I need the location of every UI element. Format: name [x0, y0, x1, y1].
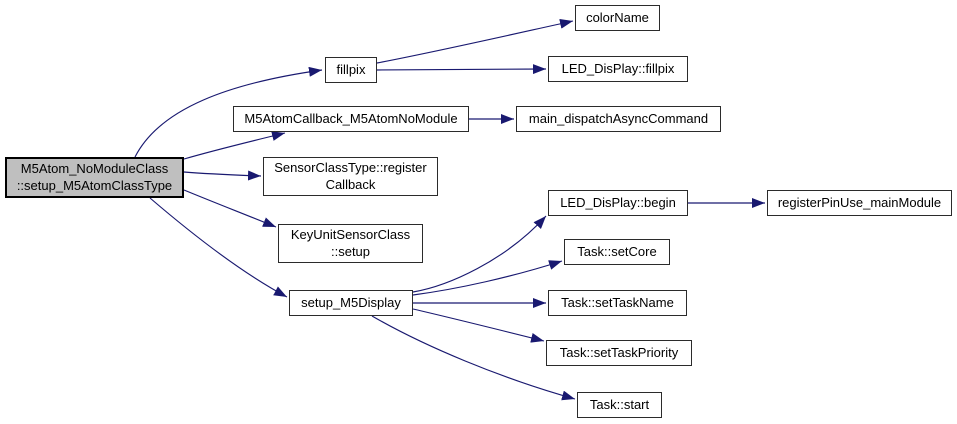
edge-setup_M5AtomClassType-to-KeyUnitSensorClass_setup	[183, 189, 277, 228]
edge-fillpix-to-LED_DisPlay_fillpix	[376, 64, 547, 75]
node-label-line: ::setup	[330, 243, 371, 259]
node-label-line: M5Atom_NoModuleClass	[20, 160, 169, 176]
edge-setup_M5AtomClassType-to-M5AtomCallback_M5AtomNoModule	[183, 131, 286, 160]
edge-setup_M5Display-to-Task_setTaskPriority	[412, 308, 545, 343]
node-label-line: Task::setTaskName	[561, 294, 674, 310]
node-Task_setTaskPriority[interactable]: Task::setTaskPriority	[546, 340, 692, 366]
node-Task_setTaskName[interactable]: Task::setTaskName	[548, 290, 687, 316]
node-Task_start[interactable]: Task::start	[577, 392, 662, 418]
node-label-line: Task::start	[589, 396, 650, 412]
node-LED_DisPlay_begin[interactable]: LED_DisPlay::begin	[548, 190, 688, 216]
node-label-line: fillpix	[336, 61, 366, 77]
edge-fillpix-to-colorName	[376, 18, 574, 64]
node-label-line: ::setup_M5AtomClassType	[16, 177, 173, 193]
node-label-line: KeyUnitSensorClass	[290, 226, 411, 242]
focus-node-setup_M5AtomClassType: M5Atom_NoModuleClass::setup_M5AtomClassT…	[5, 157, 184, 198]
edge-setup_M5Display-to-LED_DisPlay_begin	[412, 215, 547, 293]
node-label-line: registerPinUse_mainModule	[777, 194, 942, 210]
node-label-line: colorName	[586, 9, 649, 25]
node-KeyUnitSensorClass_setup[interactable]: KeyUnitSensorClass::setup	[278, 224, 423, 263]
node-Task_setCore[interactable]: Task::setCore	[564, 239, 670, 265]
node-label-line: Task::setTaskPriority	[559, 344, 679, 360]
node-fillpix[interactable]: fillpix	[325, 57, 377, 83]
node-label-line: M5AtomCallback_M5AtomNoModule	[244, 110, 458, 126]
edge-setup_M5Display-to-Task_setCore	[412, 260, 563, 296]
node-label-line: setup_M5Display	[301, 294, 401, 310]
node-label-line: main_dispatchAsyncCommand	[528, 110, 709, 126]
node-setup_M5Display[interactable]: setup_M5Display	[289, 290, 413, 316]
edge-group	[134, 18, 765, 401]
node-LED_DisPlay_fillpix[interactable]: LED_DisPlay::fillpix	[548, 56, 688, 82]
edge-setup_M5AtomClassType-to-SensorClassType_registerCallback	[183, 170, 262, 181]
node-label-line: LED_DisPlay::begin	[560, 194, 676, 210]
node-main_dispatchAsyncCommand[interactable]: main_dispatchAsyncCommand	[516, 106, 721, 132]
edge-setup_M5AtomClassType-to-fillpix	[134, 66, 323, 158]
node-label-line: LED_DisPlay::fillpix	[561, 60, 675, 76]
node-label-line: Callback	[325, 176, 376, 192]
node-colorName[interactable]: colorName	[575, 5, 660, 31]
node-label-line: SensorClassType::register	[274, 159, 427, 175]
node-label-line: Task::setCore	[577, 243, 657, 259]
node-registerPinUse_mainModule[interactable]: registerPinUse_mainModule	[767, 190, 952, 216]
edge-setup_M5Display-to-Task_start	[371, 315, 576, 401]
edge-setup_M5AtomClassType-to-setup_M5Display	[149, 197, 288, 298]
node-M5AtomCallback_M5AtomNoModule[interactable]: M5AtomCallback_M5AtomNoModule	[233, 106, 469, 132]
